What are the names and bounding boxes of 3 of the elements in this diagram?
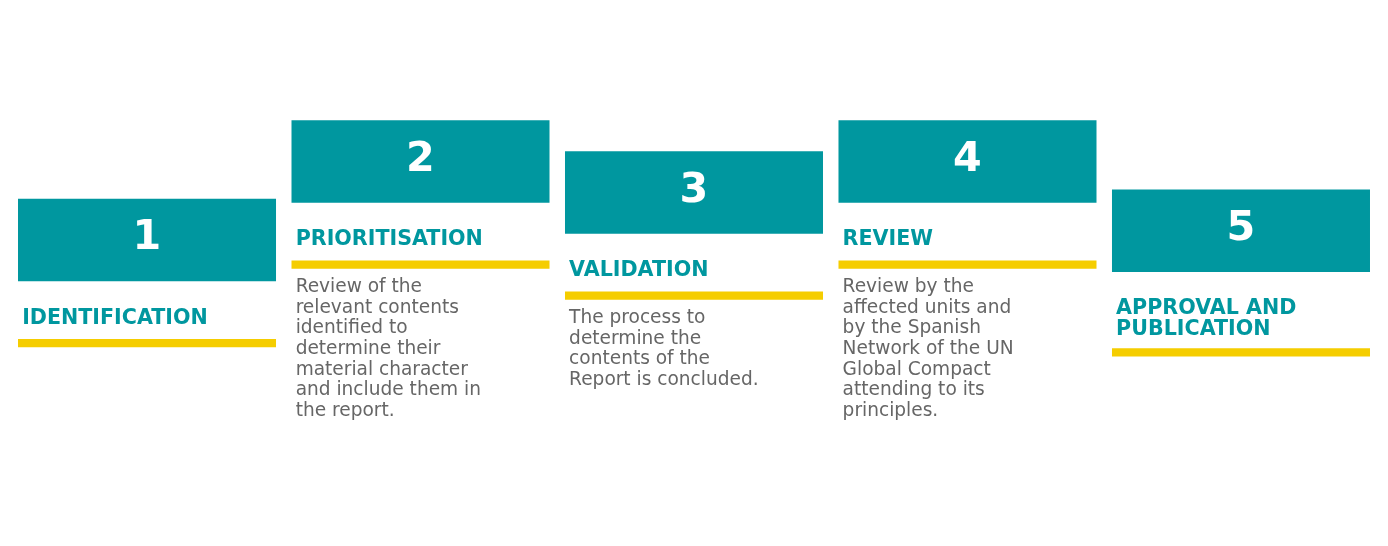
node-label: The process to determine the contents of the Report is concluded. — [569, 305, 759, 389]
node-label: Review of the relevant contents identified to determine their material character and include them in the report. — [295, 274, 481, 420]
node-label: Review by the affected units and by the Spanish Network of the UN Global Compact attending to its principles. — [842, 274, 1014, 420]
